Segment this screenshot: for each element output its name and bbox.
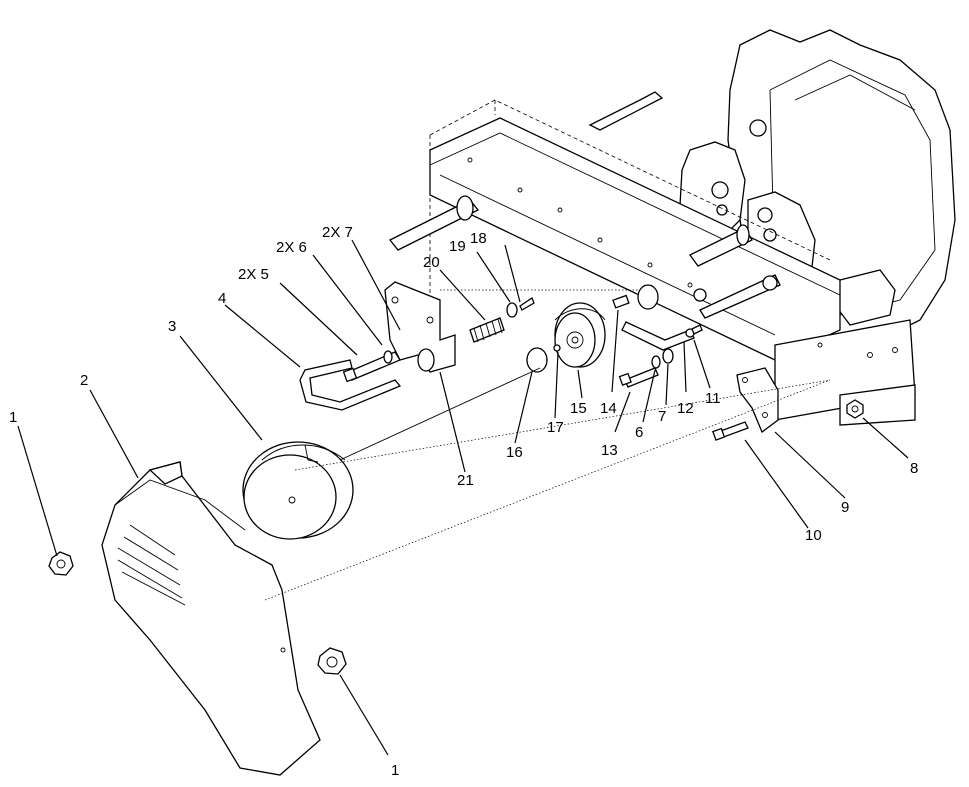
washer-part-6b — [651, 355, 661, 369]
handle-rod-part-4 — [299, 359, 402, 411]
bolt-part-10 — [712, 421, 749, 441]
callout-20: 20 — [423, 254, 440, 271]
callout-18: 18 — [470, 230, 487, 247]
callout-15: 15 — [570, 400, 587, 417]
callout-8: 8 — [910, 460, 918, 477]
knob-nut-lower — [317, 647, 347, 675]
callout-10: 10 — [805, 527, 822, 544]
rod-part-12 — [621, 321, 695, 351]
callout-labels: 1 2 3 4 2X 5 2X 6 2X 7 20 19 18 21 16 17… — [9, 224, 918, 779]
callout-7: 7 — [658, 408, 666, 425]
pin-part-18 — [519, 297, 535, 311]
callout-5: 2X 5 — [238, 266, 269, 283]
bracket-part-21 — [384, 281, 456, 373]
callout-3: 3 — [168, 318, 176, 335]
leader-lines — [17, 239, 909, 756]
callout-17: 17 — [547, 419, 564, 436]
callout-9: 9 — [841, 499, 849, 516]
washer-part-7b — [662, 348, 674, 364]
assembly-centerline-main — [294, 379, 831, 471]
callout-16: 16 — [506, 444, 523, 461]
bracket-part-9 — [736, 367, 779, 434]
frame-drawing — [388, 91, 916, 426]
washer-part-19 — [506, 302, 518, 318]
bushing-part-14 — [612, 284, 659, 310]
callout-11: 11 — [705, 390, 721, 407]
nut-part-8 — [846, 399, 864, 419]
callout-2: 2 — [80, 372, 88, 389]
belt-line — [339, 367, 541, 461]
callout-6: 6 — [635, 424, 643, 441]
bolt-part-13 — [618, 367, 659, 388]
belt-guard-cover — [101, 461, 321, 776]
pulley-part-3 — [242, 441, 354, 540]
knob-nut-upper — [48, 551, 74, 576]
bearing-part-16 — [526, 347, 548, 373]
pin-part-17 — [553, 344, 561, 352]
callout-1-lower: 1 — [391, 762, 399, 779]
callout-6-pair: 2X 6 — [276, 239, 307, 256]
callout-1-upper: 1 — [9, 409, 17, 426]
assembly-centerline-guard — [264, 379, 831, 601]
callout-14: 14 — [600, 400, 617, 417]
callout-4: 4 — [218, 290, 226, 307]
callout-21: 21 — [457, 472, 474, 489]
callout-12: 12 — [677, 400, 694, 417]
hub-part-15 — [554, 302, 606, 368]
callout-19: 19 — [449, 238, 466, 255]
washer-part-6 — [383, 350, 393, 364]
pin-part-11 — [685, 324, 703, 338]
spring-part-20 — [469, 317, 505, 343]
callout-7-pair: 2X 7 — [322, 224, 353, 241]
callout-13: 13 — [601, 442, 618, 459]
